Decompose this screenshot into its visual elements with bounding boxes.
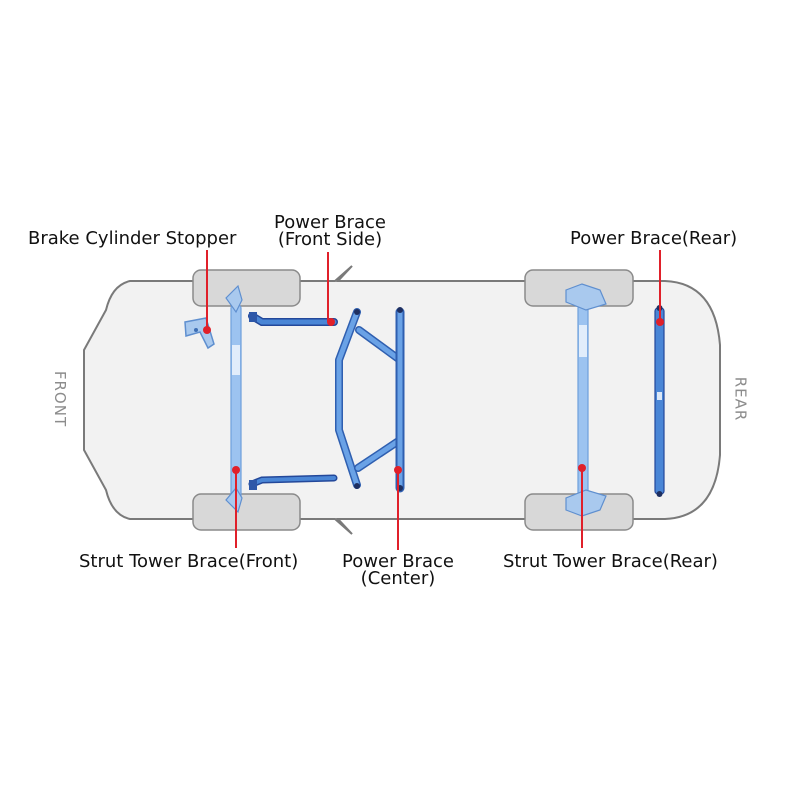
wheel-front-left (192, 269, 301, 307)
callout-dot-brake-cylinder-stopper (203, 326, 211, 334)
wheel-front-right (192, 493, 301, 531)
label-strut-tower-brace-rear: Strut Tower Brace(Rear) (503, 551, 718, 572)
power-brace-rear-part (654, 305, 665, 497)
power-brace-front-side-part (248, 312, 338, 490)
label-power-brace-front-side-line1: Power Brace (274, 212, 386, 233)
callout-dot-strut-tower-brace-front (232, 466, 240, 474)
label-strut-tower-brace-front: Strut Tower Brace(Front) (79, 551, 299, 572)
label-brake-cylinder-stopper: Brake Cylinder Stopper (28, 228, 237, 249)
callouts (203, 250, 664, 550)
callout-dot-power-brace-front-side (327, 318, 335, 326)
power-brace-center-part (335, 307, 405, 493)
label-power-brace-center-line1: Power Brace (342, 551, 454, 572)
rear-orientation-label: REAR (731, 376, 750, 422)
label-power-brace-front-side-line2: (Front Side) (277, 229, 383, 250)
callout-dot-power-brace-rear (656, 318, 664, 326)
strut-tower-brace-rear-part (565, 283, 607, 517)
strut-tower-brace-front-part (225, 284, 243, 514)
front-orientation-label: FRONT (51, 370, 70, 428)
callout-dot-power-brace-center (394, 466, 402, 474)
label-power-brace-rear: Power Brace(Rear) (570, 228, 738, 249)
label-power-brace-center: Power Brace (Center) (330, 551, 466, 589)
label-power-brace-front-side: Power Brace (Front Side) (262, 212, 398, 250)
label-power-brace-center-line2: (Center) (360, 568, 436, 589)
callout-dot-strut-tower-brace-rear (578, 464, 586, 472)
